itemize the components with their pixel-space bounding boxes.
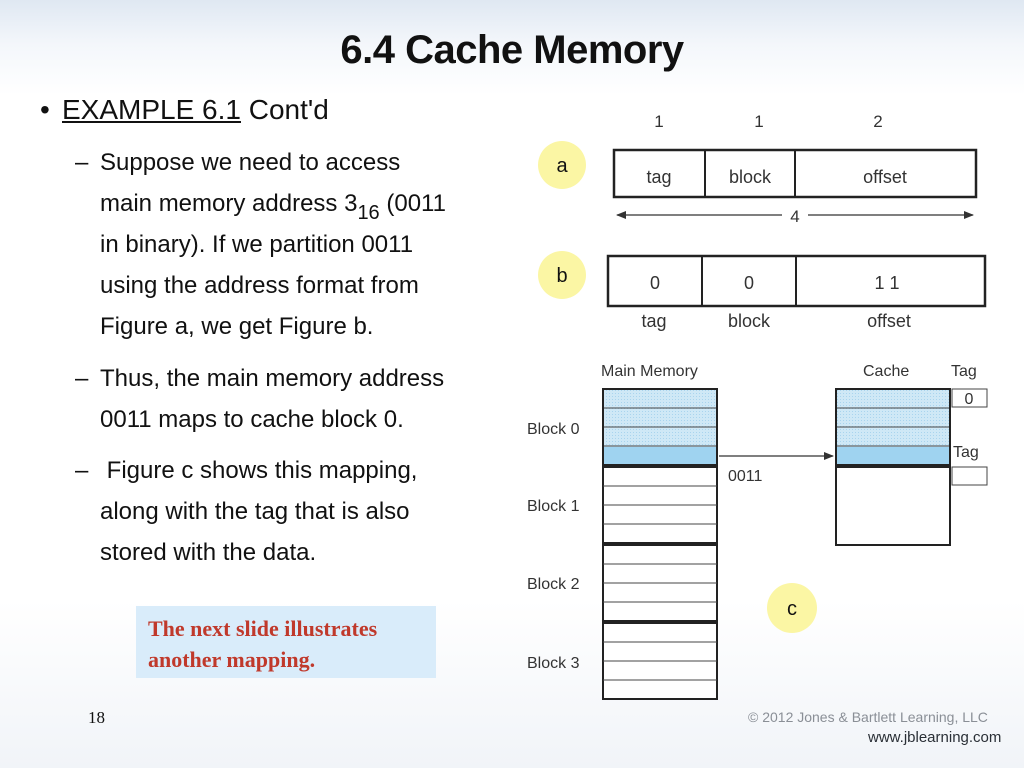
value-tag: 0 [650, 273, 660, 293]
tag-header-2: Tag [953, 444, 979, 461]
block-0-label: Block 0 [527, 421, 580, 438]
point-1-line-2-tail: (0011 [379, 190, 446, 217]
cache-title: Cache [863, 363, 909, 380]
total-bits: 4 [790, 207, 799, 226]
point-3-line-1: Figure c shows this mapping, [100, 457, 418, 484]
address-label: 0011 [728, 468, 763, 485]
block-1-label: Block 1 [527, 498, 580, 515]
memory-block-0-frame [602, 388, 718, 466]
field-tag: tag [646, 167, 671, 187]
point-2-line-1: Thus, the main memory address [100, 365, 445, 392]
figure-a: 1 1 2 tag block offset 4 [571, 102, 991, 232]
point-1-line-4: using the address format from [100, 272, 419, 299]
bits-tag: 1 [654, 112, 663, 131]
point-1-line-1: Suppose we need to access [100, 149, 401, 176]
website-text: www.jblearning.com [868, 729, 1002, 746]
label-circle-c [767, 583, 817, 633]
tag-value-0: 0 [965, 391, 974, 408]
bits-offset: 2 [873, 112, 882, 131]
figure-b: 0 0 1 1 tag block offset [606, 254, 987, 331]
dash-marker: – [75, 365, 89, 392]
example-suffix: Cont'd [240, 94, 329, 125]
hex-subscript: 16 [357, 202, 380, 224]
example-link[interactable]: EXAMPLE 6.1 [62, 94, 241, 125]
bits-block: 1 [754, 112, 763, 131]
point-1-line-3: in binary). If we partition 0011 [100, 231, 414, 258]
field-block: block [729, 167, 772, 187]
value-block: 0 [744, 273, 754, 293]
tag-header: Tag [951, 363, 977, 380]
label-block: block [728, 311, 771, 331]
cache-block-0-last-word [837, 447, 949, 464]
figure-b-label: b [556, 265, 567, 287]
bullet-dot: • [40, 94, 50, 125]
note-line-1: The next slide illustrates [148, 616, 378, 641]
slide-title: 6.4 Cache Memory [340, 28, 684, 72]
memory-block-0-last-word [604, 447, 716, 464]
label-circle-a [538, 141, 586, 189]
point-1-line-2-text: main memory address 3 [100, 190, 358, 217]
main-memory-title: Main Memory [601, 363, 698, 380]
label-offset: offset [867, 311, 911, 331]
cache-block-0-frame [835, 388, 951, 466]
figure-c: Main Memory Cache Tag Block 0 Block 1 Bl… [527, 363, 988, 700]
example-heading: • EXAMPLE 6.1 Cont'd [40, 94, 329, 126]
figure-c-label: c [787, 598, 797, 620]
note-box: The next slide illustrates another mappi… [136, 606, 436, 678]
page-number: 18 [88, 708, 105, 727]
tag-box-0 [951, 388, 988, 408]
copyright-text: © 2012 Jones & Bartlett Learning, LLC [748, 709, 988, 725]
note-line-2: another mapping. [148, 647, 316, 672]
block-2-label: Block 2 [527, 576, 580, 593]
label-circle-b [538, 251, 586, 299]
value-offset: 1 1 [874, 273, 899, 293]
point-1-line-5: Figure a, we get Figure b. [100, 313, 374, 340]
point-3-line-3: stored with the data. [100, 539, 317, 566]
figure-a-label: a [556, 155, 568, 177]
point-3-line-2: along with the tag that is also [100, 498, 410, 525]
tag-box-1 [951, 466, 988, 486]
point-2-line-2: 0011 maps to cache block 0. [100, 406, 404, 433]
dash-marker: – [75, 149, 89, 176]
field-offset: offset [863, 167, 907, 187]
label-tag: tag [641, 311, 666, 331]
block-3-label: Block 3 [527, 655, 580, 672]
point-1-line-2: main memory address 316 (0011 [100, 183, 530, 224]
cache-block-1 [835, 466, 951, 546]
dash-marker: – [75, 457, 89, 484]
